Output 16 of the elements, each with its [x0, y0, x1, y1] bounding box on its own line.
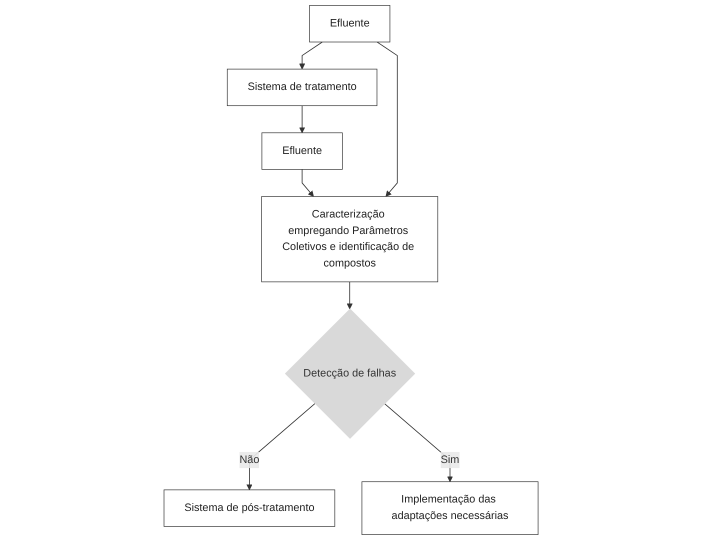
edge-label: Sim: [441, 454, 460, 466]
arrow: [302, 168, 314, 197]
arrow: [300, 42, 324, 70]
node-box: Sistema de tratamento: [227, 68, 378, 106]
arrow: [377, 42, 398, 197]
arrow: [300, 105, 306, 134]
node-box: Caracterização empregando Parâmetros Coletivos e identificação de compostos: [262, 196, 439, 282]
arrow: [246, 403, 316, 490]
arrow: [384, 403, 454, 482]
edge-label: Não: [240, 454, 260, 466]
node-box: Efluente: [310, 5, 391, 42]
arrow: [347, 281, 354, 310]
node-box: Sistema de pós-tratamento: [164, 490, 336, 527]
node-box: Implementação das adaptações necessárias: [362, 481, 539, 535]
node-box: Efluente: [262, 132, 344, 170]
node-diamond: Detecção de falhas: [285, 308, 416, 439]
